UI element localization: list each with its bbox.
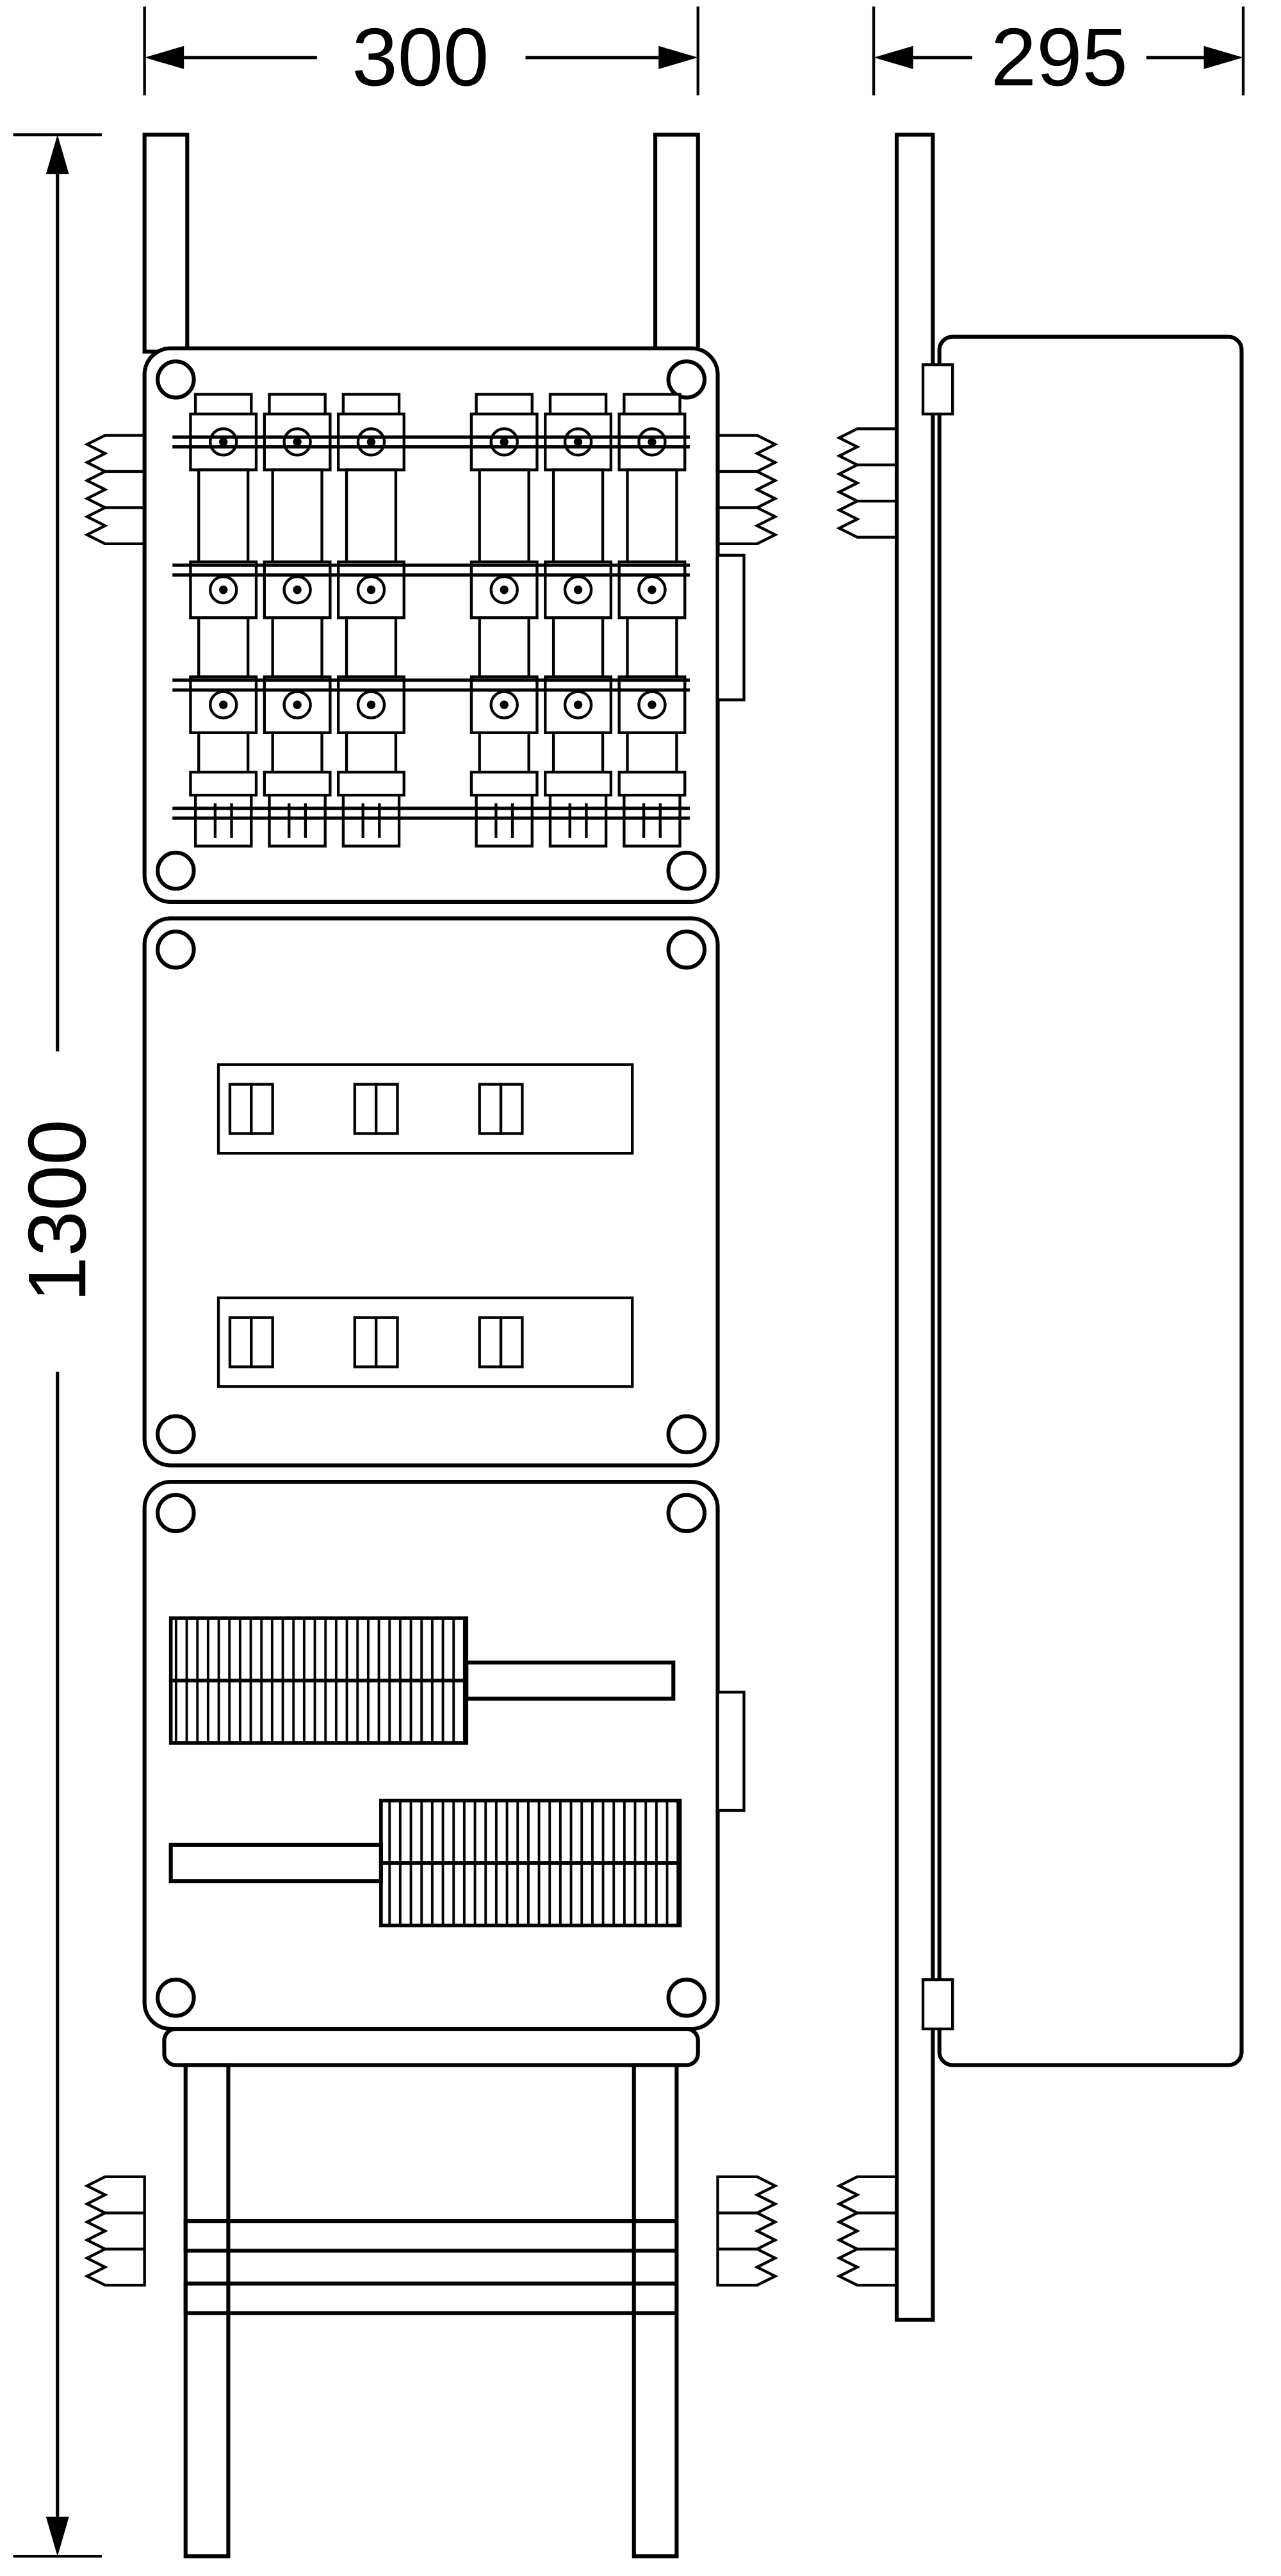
top-rail-left	[142, 133, 190, 354]
front-view	[87, 133, 776, 2559]
corner-screw	[666, 929, 707, 970]
clamp-top	[921, 363, 954, 416]
busbar-line	[172, 435, 690, 449]
dimension-overall-height: 1300	[12, 133, 103, 2558]
fuse-strip-4	[471, 394, 537, 846]
gland-blocks	[168, 1616, 682, 1928]
fuse-strip-1	[190, 394, 256, 846]
busbar-line	[172, 678, 690, 692]
gland-block-b-row2	[379, 1861, 682, 1928]
gland-block-a-row1	[168, 1616, 469, 1683]
arrow-left	[874, 45, 913, 69]
wall-bracket-lower-right	[718, 2177, 776, 2285]
corner-screw	[156, 850, 196, 891]
wall-bracket-upper-left	[87, 436, 145, 544]
dimension-side-depth: 295	[872, 6, 1245, 103]
arrow-left	[144, 45, 184, 69]
gland-block-b-row1	[379, 1798, 682, 1865]
side-wall-bracket-upper	[839, 429, 897, 537]
corner-screw	[666, 1493, 707, 1534]
enclosure-body-side	[937, 334, 1244, 2067]
dimension-height-label: 1300	[12, 1119, 103, 1302]
side-wall-bracket-lower	[839, 2177, 897, 2285]
wall-bracket-lower-left	[87, 2177, 145, 2285]
corner-screw	[156, 929, 196, 970]
corner-screw	[156, 1978, 196, 2018]
arrow-down	[45, 2516, 69, 2557]
corner-screws	[156, 359, 707, 2018]
arrow-up	[45, 135, 69, 174]
witness-lines-width	[143, 6, 699, 95]
fuse-strip-3	[338, 394, 404, 846]
dimension-front-width: 300	[143, 6, 699, 103]
corner-screw	[666, 850, 707, 891]
corner-screw	[666, 1978, 707, 2018]
corner-screw	[666, 1414, 707, 1455]
base-plate	[162, 2026, 700, 2067]
gland-block-a-row2	[168, 1678, 469, 1745]
fuse-strip-2	[265, 394, 330, 846]
fuse-strip-5	[545, 394, 611, 846]
dimension-width-label: 300	[352, 12, 489, 103]
crossbar-upper	[183, 2219, 679, 2253]
gland-bar-a	[464, 1661, 676, 1701]
witness-lines-depth	[872, 6, 1245, 95]
wall-bracket-upper-right	[718, 436, 776, 544]
leg-right	[632, 2063, 679, 2559]
gland-bar-b	[168, 1842, 383, 1883]
side-tab-upper	[716, 554, 746, 701]
crossbar-lower	[183, 2281, 679, 2315]
side-view	[839, 133, 1244, 2322]
corner-screw	[666, 359, 707, 400]
enclosure-section-bottom	[142, 1480, 720, 2031]
corner-screw	[156, 1414, 196, 1455]
terminal-rail-lower	[218, 1298, 632, 1386]
busbar-line	[172, 563, 690, 577]
clamp-bottom	[921, 1978, 954, 2031]
busbars	[172, 435, 690, 820]
side-tab-lower	[716, 1691, 746, 1812]
corner-screw	[156, 359, 196, 400]
busbar-line	[172, 807, 690, 820]
fuse-strip-6	[619, 394, 685, 846]
arrow-right	[658, 45, 698, 69]
terminal-rail-upper	[218, 1065, 632, 1153]
corner-screw	[156, 1493, 196, 1534]
arrow-right	[1203, 45, 1244, 69]
leg-left	[183, 2063, 231, 2559]
dimension-depth-label: 295	[991, 12, 1128, 103]
mounting-plate-edge	[894, 133, 935, 2322]
top-rail-right	[653, 133, 700, 354]
